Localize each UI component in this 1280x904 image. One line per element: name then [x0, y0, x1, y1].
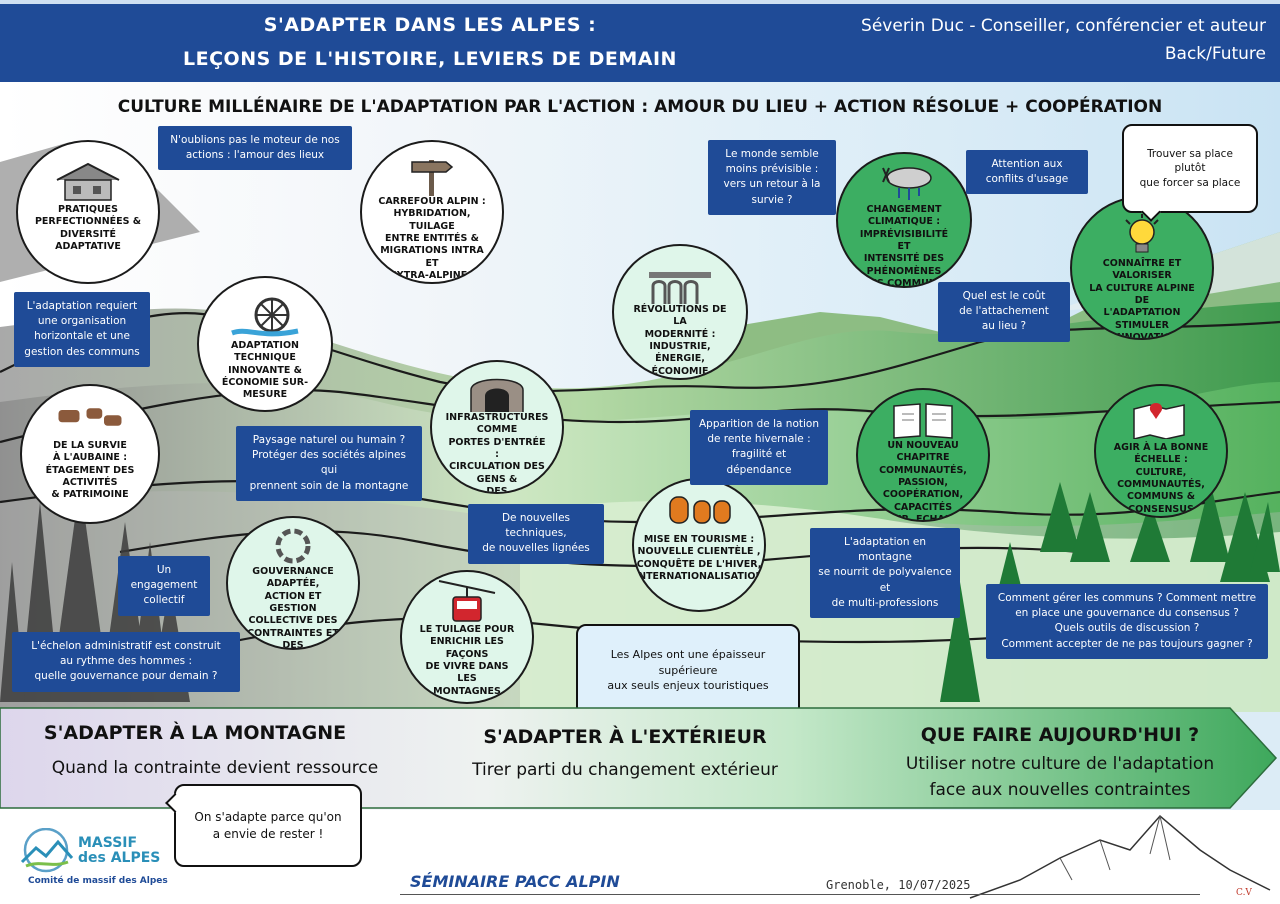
- circle-gouvernance-text: GOUVERNANCE ADAPTÉE, ACTION ET GESTION C…: [247, 566, 339, 650]
- note-conflits-usage: Attention aux conflits d'usage: [966, 150, 1088, 195]
- section-3-subtitle: Utiliser notre culture de l'adaptation f…: [905, 754, 1215, 800]
- circle-adaptation-technique: ADAPTATION TECHNIQUE INNOVANTE & ÉCONOMI…: [197, 276, 333, 412]
- note-amour-des-lieux: N'oublions pas le moteur de nos actions …: [158, 126, 352, 171]
- lightbulb-icon: [1107, 214, 1177, 258]
- circle-adaptation-technique-text: ADAPTATION TECHNIQUE INNOVANTE & ÉCONOMI…: [221, 340, 309, 401]
- circle-pratiques: PRATIQUES PERFECTIONNÉES & DIVERSITÉ ADA…: [16, 140, 160, 284]
- note-cout-attachement: Quel est le coût de l'attachement au lie…: [938, 282, 1070, 342]
- circle-tuilage-text: LE TUILAGE POUR ENRICHIR LES FAÇONS DE V…: [419, 624, 515, 697]
- viaduct-icon: [645, 262, 715, 304]
- section-3-title: QUE FAIRE AUJOURD'HUI ?: [920, 724, 1200, 746]
- note-gerer-communs: Comment gérer les communs ? Comment mett…: [986, 584, 1268, 659]
- bubble-envie-de-rester: On s'adapte parce qu'on a envie de reste…: [165, 784, 362, 868]
- circle-revolutions-text: RÉVOLUTIONS DE LA MODERNITÉ : INDUSTRIE,…: [633, 304, 727, 377]
- seminar-title: SÉMINAIRE PACC ALPIN: [410, 872, 620, 891]
- section-1-title: S'ADAPTER À LA MONTAGNE: [43, 722, 347, 744]
- header-banner: S'ADAPTER DANS LES ALPES : LEÇONS DE L'H…: [0, 0, 1280, 82]
- logo-wordmark: MASSIF des ALPES: [78, 836, 160, 865]
- bubble-trouver-sa-place-text: Trouver sa place plutôt que forcer sa pl…: [1139, 147, 1241, 190]
- map-pin-icon: [1126, 396, 1196, 442]
- bubble-epaisseur-alpes: Les Alpes ont une épaisseur supérieure a…: [576, 624, 800, 726]
- footer-rule: [400, 894, 1200, 895]
- logo-tagline: Comité de massif des Alpes: [28, 876, 168, 886]
- circle-survie-aubaine: DE LA SURVIE À L'AUBAINE : ÉTAGEMENT DES…: [20, 384, 160, 524]
- circle-mise-en-tourisme-text: MISE EN TOURISME : NOUVELLE CLIENTÈLE , …: [634, 534, 764, 583]
- circle-survie-aubaine-text: DE LA SURVIE À L'AUBAINE : ÉTAGEMENT DES…: [45, 440, 135, 501]
- circle-mise-en-tourisme: MISE EN TOURISME : NOUVELLE CLIENTÈLE , …: [632, 478, 766, 612]
- circle-connaitre-valoriser: CONNAÎTRE ET VALORISER LA CULTURE ALPINE…: [1070, 196, 1214, 340]
- circle-carrefour-alpin: CARREFOUR ALPIN : HYBRIDATION, TUILAGE E…: [360, 140, 504, 284]
- circle-infrastructures-text: INFRASTRUCTURES COMME PORTES D'ENTRÉE : …: [445, 412, 549, 494]
- hands-circle-icon: [258, 526, 328, 566]
- storm-cloud-icon: [869, 164, 939, 204]
- main-title-line-2: LEÇONS DE L'HISTOIRE, LEVIERS DE DEMAIN: [183, 48, 677, 70]
- massif-des-alpes-logo-icon: [20, 828, 74, 873]
- note-organisation-horizontale: L'adaptation requiert une organisation h…: [14, 292, 150, 367]
- section-2-subtitle: Tirer parti du changement extérieur: [472, 760, 778, 780]
- circle-connaitre-valoriser-text: CONNAÎTRE ET VALORISER LA CULTURE ALPINE…: [1089, 258, 1195, 340]
- cable-car-icon: [432, 578, 502, 624]
- section-2-title: S'ADAPTER À L'EXTÉRIEUR: [483, 726, 767, 748]
- page-subtitle: CULTURE MILLÉNAIRE DE L'ADAPTATION PAR L…: [117, 97, 1163, 117]
- mountain-sketch: [969, 814, 1271, 899]
- section-1-subtitle: Quand la contrainte devient ressource: [51, 758, 379, 778]
- waterwheel-icon: [230, 294, 300, 340]
- cows-icon: [55, 394, 125, 440]
- circle-infrastructures: INFRASTRUCTURES COMME PORTES D'ENTRÉE : …: [430, 360, 564, 494]
- note-rente-hivernale: Apparition de la notion de rente hiverna…: [690, 410, 828, 485]
- bubble-envie-de-rester-text: On s'adapte parce qu'on a envie de reste…: [194, 809, 342, 841]
- bubble-trouver-sa-place: Trouver sa place plutôt que forcer sa pl…: [1122, 124, 1258, 223]
- circle-nouveau-chapitre: UN NOUVEAU CHAPITRE COMMUNAUTÉS, PASSION…: [856, 388, 990, 522]
- notebook-icon: [888, 400, 958, 440]
- note-engagement-collectif: Un engagement collectif: [118, 556, 210, 616]
- circle-bonne-echelle: AGIR À LA BONNE ÉCHELLE : CULTURE, COMMU…: [1094, 384, 1228, 518]
- note-polyvalence: L'adaptation en montagne se nourrit de p…: [810, 528, 960, 619]
- note-paysage: Paysage naturel ou humain ? Protéger des…: [236, 426, 422, 501]
- circle-revolutions: RÉVOLUTIONS DE LA MODERNITÉ : INDUSTRIE,…: [612, 244, 748, 380]
- circle-changement-climatique: CHANGEMENT CLIMATIQUE : IMPRÉVISIBILITÉ …: [836, 152, 972, 288]
- author-credit: Séverin Duc - Conseiller, conférencier e…: [861, 16, 1266, 36]
- circle-bonne-echelle-text: AGIR À LA BONNE ÉCHELLE : CULTURE, COMMU…: [1113, 441, 1209, 515]
- circle-carrefour-alpin-text: CARREFOUR ALPIN : HYBRIDATION, TUILAGE E…: [378, 196, 486, 282]
- sections-band: [0, 707, 1278, 809]
- seminar-date: Grenoble, 10/07/2025: [826, 878, 971, 892]
- note-monde-previsible: Le monde semble moins prévisible : vers …: [708, 140, 836, 215]
- logo-line-1: MASSIF: [78, 835, 138, 851]
- note-echelon-administratif: L'échelon administratif est construit au…: [12, 632, 240, 692]
- chalet-icon: [53, 158, 123, 204]
- circle-tuilage: LE TUILAGE POUR ENRICHIR LES FAÇONS DE V…: [400, 570, 534, 704]
- bubble-epaisseur-alpes-text: Les Alpes ont une épaisseur supérieure a…: [607, 648, 769, 693]
- signature-mark: C.V: [1236, 888, 1252, 898]
- mittens-icon: [664, 488, 734, 534]
- tunnel-icon: [462, 370, 532, 412]
- main-title-line-1: S'ADAPTER DANS LES ALPES :: [263, 14, 597, 36]
- circle-pratiques-text: PRATIQUES PERFECTIONNÉES & DIVERSITÉ ADA…: [34, 204, 142, 253]
- note-nouvelles-techniques: De nouvelles techniques, de nouvelles li…: [468, 504, 604, 564]
- logo-line-2: des ALPES: [78, 849, 161, 866]
- signpost-icon: [397, 154, 467, 196]
- author-organization: Back/Future: [1164, 44, 1266, 64]
- circle-gouvernance: GOUVERNANCE ADAPTÉE, ACTION ET GESTION C…: [226, 516, 360, 650]
